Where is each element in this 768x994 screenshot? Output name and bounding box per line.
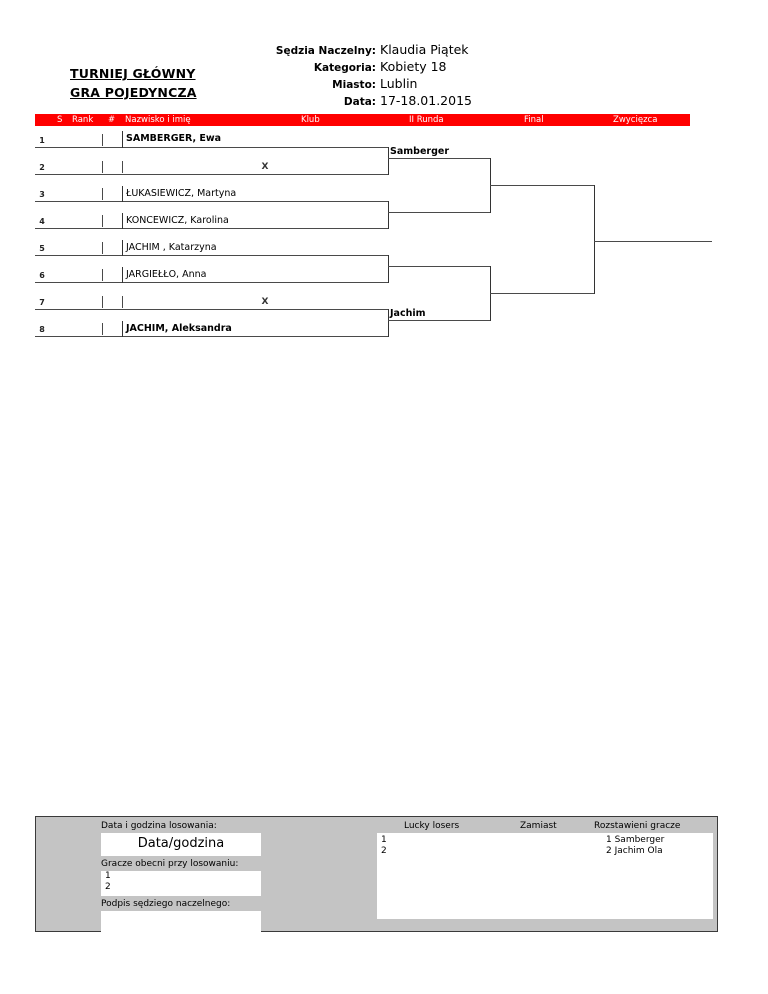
- round2-winner-name: Samberger: [390, 146, 450, 157]
- players-present-label: Gracze obecni przy losowaniu:: [101, 859, 239, 869]
- lucky-losers-header: Lucky losers: [404, 821, 460, 831]
- lucky-losers-panel[interactable]: 1 2 1 Samberger 2 Jachim Ola: [377, 833, 713, 919]
- entry-underline: [35, 147, 388, 148]
- signature-field[interactable]: [101, 911, 261, 935]
- date-label: Data:: [343, 96, 376, 108]
- entry-underline: [35, 174, 388, 175]
- seed-number: 6: [39, 271, 45, 280]
- entry-left-edge: [122, 131, 123, 148]
- column-header-seed: S: [57, 115, 63, 125]
- entry-underline: [35, 309, 388, 310]
- tournament-title-line-1: TURNIEJ GŁÓWNY: [70, 66, 196, 81]
- rank-tick: [102, 242, 103, 254]
- column-header-rank: Rank: [72, 115, 94, 125]
- info-row-referee: Sędzia Naczelny: Klaudia Piątek: [200, 41, 530, 58]
- seeded-player-slot-2: 2 Jachim Ola: [606, 846, 663, 856]
- r1-connector-pair-2: [388, 201, 389, 229]
- entry-underline: [35, 336, 388, 337]
- tournament-title-line-2: GRA POJEDYNCZA: [70, 85, 197, 100]
- final-connector: [594, 185, 595, 294]
- seed-number: 4: [39, 217, 45, 226]
- entry-left-edge: [122, 240, 123, 256]
- entry-left-edge: [122, 296, 123, 308]
- instead-header: Zamiast: [520, 821, 557, 831]
- player-name: KONCEWICZ, Karolina: [126, 215, 229, 226]
- final-slot-line: [490, 185, 594, 186]
- seeded-player-slot-1: 1 Samberger: [606, 835, 665, 845]
- seed-number: 7: [39, 298, 45, 307]
- bye-mark: X: [261, 162, 269, 172]
- seed-number: 5: [39, 244, 45, 253]
- entry-underline: [35, 228, 388, 229]
- info-row-date: Data: 17-18.01.2015: [200, 92, 530, 109]
- lucky-loser-slot-1: 1: [381, 835, 387, 845]
- column-header-final: Final: [524, 115, 544, 125]
- date-value: 17-18.01.2015: [380, 93, 472, 108]
- column-header-round2: II Runda: [409, 115, 444, 125]
- category-label: Kategoria:: [313, 62, 376, 74]
- final-slot-line: [490, 293, 594, 294]
- rank-tick: [102, 188, 103, 200]
- seeded-players-header: Rozstawieni gracze: [594, 821, 681, 831]
- tournament-title-block: TURNIEJ GŁÓWNY GRA POJEDYNCZA: [70, 64, 280, 102]
- city-label: Miasto:: [332, 79, 376, 91]
- column-header-club: Klub: [301, 115, 320, 125]
- entry-left-edge: [122, 186, 123, 202]
- player-name: SAMBERGER, Ewa: [126, 133, 222, 144]
- category-value: Kobiety 18: [380, 59, 447, 74]
- player-name: JACHIM , Katarzyna: [126, 242, 217, 253]
- round2-winner-name: Jachim: [390, 308, 426, 319]
- r1-connector-pair-1: [388, 147, 389, 175]
- entry-underline: [35, 282, 388, 283]
- rank-tick: [102, 296, 103, 308]
- seed-number: 3: [39, 190, 45, 199]
- referee-label: Sędzia Naczelny:: [275, 45, 376, 57]
- players-present-slot-2: 2: [105, 882, 111, 892]
- seed-number: 1: [39, 136, 45, 145]
- players-present-slot-1: 1: [105, 871, 111, 881]
- signature-label: Podpis sędziego naczelnego:: [101, 899, 231, 909]
- entry-left-edge: [122, 267, 123, 283]
- r1-connector-pair-4: [388, 309, 389, 337]
- column-header-winner: Zwycięzca: [613, 115, 658, 125]
- player-name: JACHIM, Aleksandra: [126, 323, 232, 334]
- round2-slot-line: [388, 266, 490, 267]
- player-name: ŁUKASIEWICZ, Martyna: [126, 188, 237, 199]
- player-name: JARGIEŁŁO, Anna: [126, 269, 207, 280]
- bracket-column-header-bar: S Rank # Nazwisko i imię Klub II Runda F…: [35, 114, 690, 126]
- entry-underline: [35, 255, 388, 256]
- city-value: Lublin: [380, 76, 418, 91]
- rank-tick: [102, 269, 103, 281]
- players-present-field[interactable]: 1 2: [101, 871, 261, 896]
- info-row-city: Miasto: Lublin: [200, 75, 530, 92]
- rank-tick: [102, 161, 103, 173]
- info-row-category: Kategoria: Kobiety 18: [200, 58, 530, 75]
- entry-left-edge: [122, 213, 123, 229]
- rank-tick: [102, 134, 103, 146]
- rank-tick: [102, 215, 103, 227]
- round2-slot-line: [388, 320, 490, 321]
- entry-left-edge: [122, 161, 123, 173]
- rank-tick: [102, 323, 103, 335]
- seed-number: 2: [39, 163, 45, 172]
- round2-slot-line: [388, 158, 490, 159]
- winner-line: [594, 241, 712, 242]
- draw-datetime-label: Data i godzina losowania:: [101, 821, 217, 831]
- referee-value: Klaudia Piątek: [380, 42, 469, 57]
- lucky-loser-slot-2: 2: [381, 846, 387, 856]
- tournament-info-block: Sędzia Naczelny: Klaudia Piątek Kategori…: [200, 41, 530, 109]
- seed-number: 8: [39, 325, 45, 334]
- column-header-number: #: [108, 115, 116, 125]
- entry-underline: [35, 201, 388, 202]
- tournament-bracket: 1 SAMBERGER, Ewa 2 X 3 ŁUKASIEWICZ, Mart…: [0, 0, 768, 360]
- entry-left-edge: [122, 321, 123, 337]
- draw-signature-form: Data i godzina losowania: Data/godzina G…: [35, 816, 718, 935]
- r1-connector-pair-3: [388, 255, 389, 283]
- bye-mark: X: [261, 297, 269, 307]
- draw-datetime-field[interactable]: Data/godzina: [101, 833, 261, 856]
- column-header-name: Nazwisko i imię: [125, 115, 191, 125]
- round2-slot-line: [388, 212, 490, 213]
